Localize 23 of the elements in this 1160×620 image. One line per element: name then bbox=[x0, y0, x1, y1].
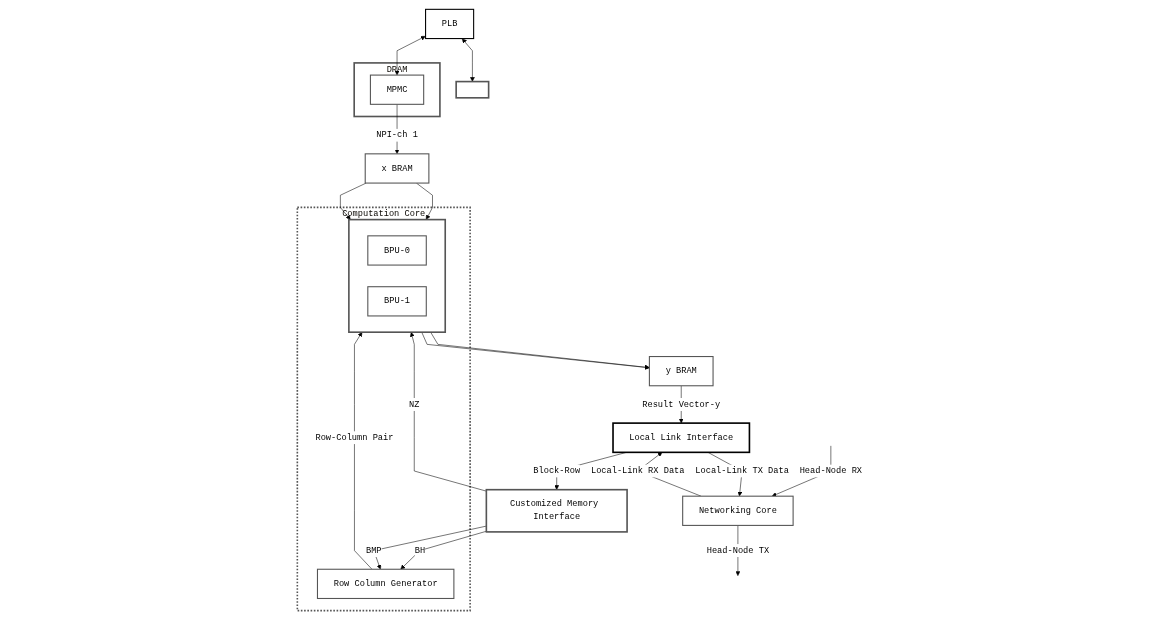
node-box: Local Link Interface bbox=[612, 422, 751, 454]
node-box: Customized Memory Interface bbox=[485, 488, 629, 533]
edge-label: Local-Link TX Data bbox=[695, 466, 790, 476]
node-box: MPMC bbox=[370, 74, 425, 105]
edge-label: Row-Column Pair bbox=[315, 432, 394, 443]
node-box bbox=[455, 80, 490, 99]
edge-label: BMP bbox=[366, 545, 382, 556]
edge-label: Block-Row bbox=[533, 466, 581, 476]
edge-label: Result Vector-y bbox=[642, 399, 721, 410]
node-box: Row Column Generator bbox=[317, 568, 455, 599]
node-box: y BRAM bbox=[649, 356, 714, 387]
node-box: BPU-1 bbox=[367, 286, 428, 317]
edge-label: Head-Node RX bbox=[799, 466, 863, 476]
edge-label: BH bbox=[415, 545, 426, 556]
node-box: Networking Core bbox=[682, 495, 794, 526]
node-box: BPU-0 bbox=[367, 235, 428, 266]
cluster bbox=[348, 218, 447, 333]
edge-label: NPI-ch 1 bbox=[376, 130, 419, 141]
edge-label: Head-Node TX bbox=[707, 545, 770, 556]
edge-label: Local-Link RX Data bbox=[591, 466, 685, 476]
edge-label: NZ bbox=[409, 399, 420, 410]
node-box: PLB bbox=[425, 8, 475, 40]
node-box: x BRAM bbox=[365, 153, 430, 184]
